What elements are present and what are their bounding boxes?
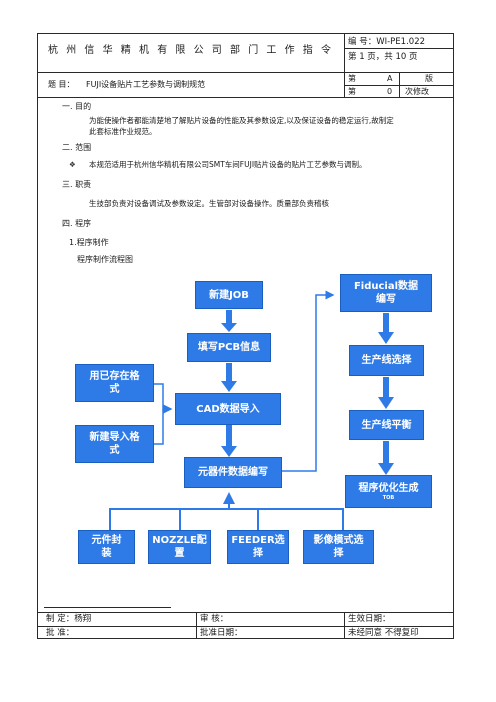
subject-label: 题 目： bbox=[48, 80, 75, 89]
footer-note-line bbox=[44, 607, 171, 608]
document-frame bbox=[37, 33, 454, 639]
flow-image-mode: 影像模式选 择 bbox=[303, 530, 374, 564]
section2-heading: 二. 范围 bbox=[62, 143, 92, 152]
flow-feeder: FEEDER选 择 bbox=[227, 530, 289, 564]
revision-value: 0 bbox=[387, 87, 393, 96]
footer-no-copy: 未经同意 不得复印 bbox=[348, 628, 419, 638]
revision-suffix: 次修改 bbox=[405, 87, 429, 96]
flowchart-caption: 程序制作流程图 bbox=[77, 255, 133, 264]
footer-review: 审 核： bbox=[200, 614, 229, 624]
flow-new-job: 新建JOB bbox=[195, 281, 263, 309]
connector-component-to-fiducial bbox=[282, 290, 335, 472]
flow-new-import-format: 新建导入格 式 bbox=[75, 425, 154, 463]
edition-value: A bbox=[387, 74, 393, 83]
footer-vsep-2 bbox=[344, 612, 345, 639]
section4-subheading: 1.程序制作 bbox=[69, 238, 109, 247]
footer-made-by: 制 定：杨翔 bbox=[46, 614, 92, 624]
section1-heading: 一. 目的 bbox=[62, 102, 92, 111]
flow-cad-import: CAD数据导入 bbox=[175, 393, 281, 425]
section1-text-line2: 此套标准作业规范。 bbox=[89, 127, 157, 136]
footer-mid-line bbox=[37, 626, 454, 627]
flow-component-edit: 元器件数据编写 bbox=[184, 457, 282, 488]
arrow-fiducial-to-line-select bbox=[378, 313, 394, 344]
arrow-cad-to-component bbox=[221, 425, 237, 457]
subject-title: FUJI设备贴片工艺参数与调制规范 bbox=[86, 80, 206, 89]
flow-optimize-label: 程序优化生成 bbox=[358, 482, 419, 494]
section2-text: 本规范适用于杭州信华精机有限公司SMT车间FUJI贴片设备的贴片工艺参数与调制。 bbox=[89, 160, 367, 169]
flow-line-balance: 生产线平衡 bbox=[349, 410, 424, 440]
connector-existing-to-cad bbox=[154, 383, 173, 414]
arrow-balance-to-optimize bbox=[378, 441, 394, 475]
revision-prefix: 第 bbox=[348, 87, 356, 96]
section1-text-line1: 为能使操作者都能清楚地了解贴片设备的性能及其参数设定,以及保证设备的稳定运行,故… bbox=[89, 116, 394, 125]
flow-optimize-small: TOB bbox=[382, 494, 395, 501]
flow-optimize: 程序优化生成 TOB bbox=[345, 475, 432, 508]
flow-use-existing-format: 用已存在格 式 bbox=[75, 364, 154, 402]
section3-heading: 三. 职责 bbox=[62, 180, 92, 189]
flow-fiducial: Fiducial数据 编写 bbox=[340, 274, 432, 312]
edition-prefix: 第 bbox=[348, 74, 356, 83]
page-info: 第 1 页，共 10 页 bbox=[348, 52, 418, 62]
header-vsep bbox=[344, 33, 345, 97]
arrow-pcb-to-cad bbox=[221, 363, 237, 392]
diamond-bullet-icon: ❖ bbox=[69, 160, 76, 169]
footer-approve-date: 批准日期： bbox=[200, 628, 243, 638]
flow-line-select: 生产线选择 bbox=[349, 345, 424, 376]
connector-newimport-to-cad bbox=[154, 409, 164, 445]
footer-approve: 批 准： bbox=[46, 628, 75, 638]
arrow-line-select-to-balance bbox=[378, 377, 394, 409]
flow-package: 元件封 装 bbox=[78, 530, 135, 564]
header-divider-1 bbox=[344, 48, 454, 49]
company-title: 杭州信华精机有限公司部门工作指令 bbox=[48, 45, 340, 56]
section4-heading: 四. 程序 bbox=[62, 219, 92, 228]
connector-bottom-bus bbox=[109, 508, 344, 530]
header-divider-2 bbox=[37, 72, 454, 73]
footer-top-line bbox=[37, 612, 454, 613]
flow-nozzle: NOZZLE配 置 bbox=[148, 530, 211, 564]
footer-effective-date: 生效日期： bbox=[348, 614, 391, 624]
footer-vsep-1 bbox=[196, 612, 197, 639]
flow-fill-pcb: 填写PCB信息 bbox=[187, 333, 271, 362]
header-divider-4 bbox=[37, 97, 454, 98]
section3-text: 生技部负责对设备调试及参数设定。生管部对设备操作。质量部负责稽核 bbox=[89, 199, 329, 208]
doc-number: 编 号：WI-PE1.022 bbox=[348, 37, 426, 47]
edition-vsep bbox=[399, 72, 400, 97]
arrow-newjob-to-pcb bbox=[221, 310, 237, 332]
edition-suffix: 版 bbox=[425, 74, 433, 83]
